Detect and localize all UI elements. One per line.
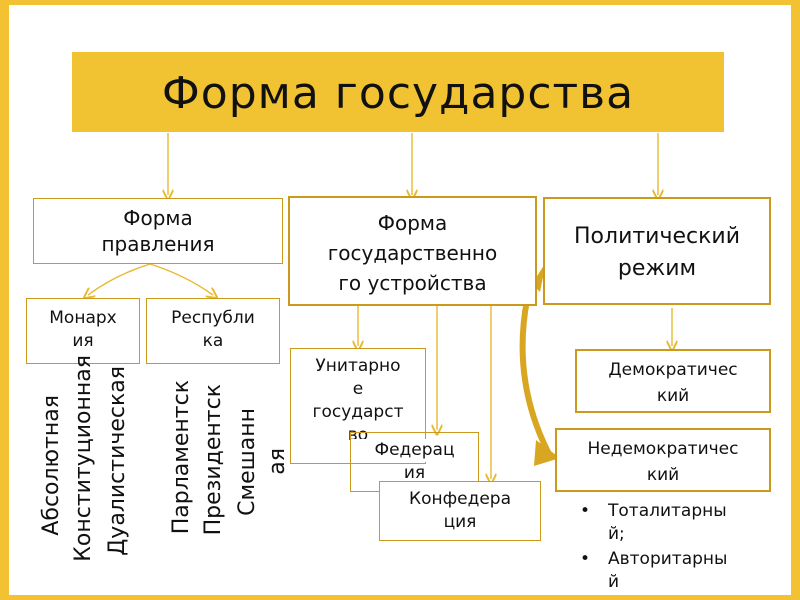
list-item: Тоталитарны й; [580,500,766,546]
form-of-government-label-1: Форма [123,206,193,230]
republic-type-parliamentary: Парламентск [169,380,194,535]
state-structure-label-1: Форма [377,211,448,235]
republic-type-mixed-part1: Смешанн [235,408,260,516]
confederation-box: Конфедера ция [379,481,541,541]
confederation-label-2: ция [443,512,477,532]
republic-label-1: Республи [171,308,255,328]
political-regime-label-1: Политический [574,224,740,249]
list-item-text: Авторитарны [608,549,728,569]
democratic-box: Демократичес кий [575,349,771,413]
unitary-label-1: Унитарно [315,356,401,376]
political-regime-box: Политический режим [543,197,771,305]
form-of-government-label-2: правления [101,232,215,256]
monarchy-type-dualistic: Дуалистическая [105,366,130,556]
state-structure-box: Форма государственно го устройства [288,196,537,306]
political-regime-label-2: режим [617,256,697,281]
curved-arrow-head [534,440,560,466]
democratic-label-2: кий [656,386,690,406]
arrow-to-monarchy [88,263,151,295]
state-structure-label-2: государственно [327,241,498,265]
confederation-label-1: Конфедера [409,489,511,509]
page-title: Форма государства [161,68,635,119]
federation-box: Федерац ия [350,432,479,492]
monarchy-box: Монарх ия [26,298,140,364]
nondemocratic-label-1: Недемократичес [587,439,739,459]
federation-label-1: Федерац [351,439,478,462]
monarchy-label-1: Монарх [49,308,117,328]
republic-box: Республи ка [146,298,280,364]
form-of-government-box: Форма правления [33,198,283,264]
monarchy-label-2: ия [72,331,94,351]
curved-arrow-to-nondemocratic [519,297,551,455]
state-structure-label-3: го устройства [338,271,487,295]
title-box: Форма государства [72,52,724,132]
unitary-label-2: е [352,379,364,399]
nondemocratic-box: Недемократичес кий [555,428,771,492]
list-item-text: й; [608,524,625,544]
federation-label-2: ия [403,463,426,483]
list-item-text: Тоталитарны [608,501,727,521]
nondemocratic-types-list: Тоталитарны й; Авторитарны й [580,500,766,594]
democratic-label-1: Демократичес [608,360,738,380]
republic-type-presidential: Президентск [201,384,226,536]
nondemocratic-label-2: кий [646,465,680,485]
monarchy-type-absolute: Абсолютная [39,395,64,536]
list-item: Авторитарны й [580,548,766,594]
arrow-to-republic [149,263,213,295]
monarchy-type-constitutional: Конституционная [71,355,96,562]
republic-type-mixed-part2: ая [265,448,290,475]
republic-label-2: ка [202,331,224,351]
list-item-text: й [608,572,620,592]
unitary-label-3: государст [312,402,404,422]
